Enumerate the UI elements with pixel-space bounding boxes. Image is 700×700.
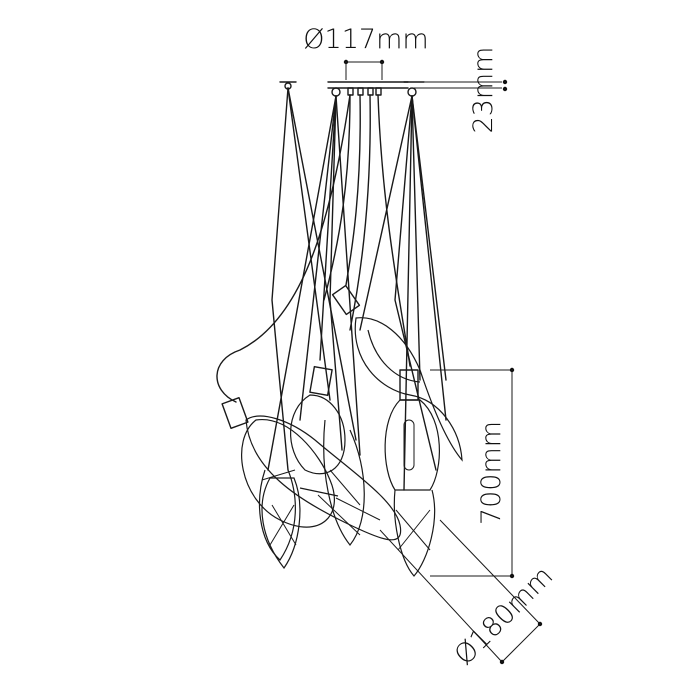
canopy-diameter-dimension: Ø117mm — [303, 24, 429, 80]
canopy-height-label: 23mm — [468, 47, 499, 134]
pendant-shade-6 — [384, 369, 441, 577]
pendant-shade-2 — [261, 477, 301, 570]
drop-height-dimension: 700mm — [430, 367, 515, 579]
pendant-shade-4 — [290, 365, 365, 546]
pendant-shade-3 — [221, 397, 402, 541]
suspension-cords — [216, 87, 447, 491]
ceiling-canopies — [279, 81, 425, 97]
drop-height-label: 700mm — [476, 421, 507, 525]
canopy-diameter-label: Ø117mm — [303, 24, 428, 55]
canopy-height-dimension: 23mm — [410, 47, 508, 134]
shade-diameter-label: Ø180mm — [449, 561, 560, 672]
pendant-shade-1 — [241, 419, 335, 561]
shade-diameter-dimension: Ø180mm — [379, 519, 560, 672]
pendant-shade-5 — [331, 284, 463, 462]
